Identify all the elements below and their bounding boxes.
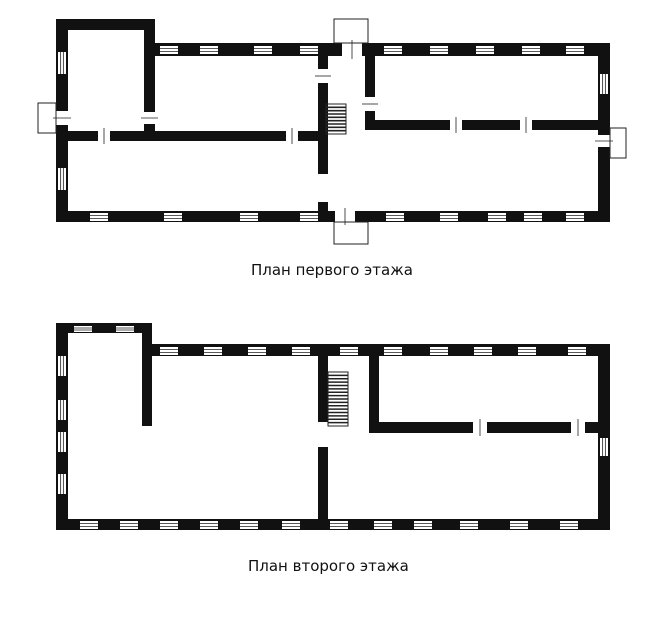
window xyxy=(600,438,608,456)
wall xyxy=(144,19,155,131)
stair-outline xyxy=(325,103,347,135)
window xyxy=(300,213,318,221)
window xyxy=(200,521,218,529)
wall xyxy=(598,43,610,222)
window xyxy=(476,46,494,54)
window xyxy=(200,46,218,54)
window xyxy=(248,347,266,355)
window xyxy=(374,521,392,529)
window xyxy=(116,326,134,332)
window xyxy=(560,521,578,529)
wall xyxy=(56,323,68,530)
window xyxy=(518,347,536,355)
window xyxy=(440,213,458,221)
window xyxy=(522,46,540,54)
window xyxy=(160,521,178,529)
window xyxy=(566,46,584,54)
window xyxy=(474,347,492,355)
window xyxy=(568,347,586,355)
window xyxy=(120,521,138,529)
second-floor-plan xyxy=(56,323,610,530)
window xyxy=(340,347,358,355)
porch xyxy=(333,18,369,44)
window xyxy=(460,521,478,529)
wall xyxy=(369,356,379,432)
wall xyxy=(318,202,328,214)
window xyxy=(384,46,402,54)
wall xyxy=(365,56,375,130)
window xyxy=(384,347,402,355)
wall xyxy=(598,344,610,530)
wall xyxy=(369,422,610,433)
window xyxy=(282,521,300,529)
window xyxy=(74,326,92,332)
porch xyxy=(37,102,57,134)
wall xyxy=(56,131,321,141)
window xyxy=(240,213,258,221)
window xyxy=(414,521,432,529)
porch xyxy=(609,127,627,159)
window xyxy=(58,432,66,452)
porch xyxy=(333,221,369,245)
window xyxy=(240,521,258,529)
window xyxy=(58,474,66,494)
first-floor-caption: План первого этажа xyxy=(251,261,413,279)
window xyxy=(300,46,318,54)
second-floor-caption: План второго этажа xyxy=(248,557,409,575)
wall xyxy=(56,19,155,30)
window xyxy=(330,521,348,529)
wall xyxy=(56,323,152,333)
window xyxy=(164,213,182,221)
wall xyxy=(318,447,328,521)
wall xyxy=(365,120,610,130)
window xyxy=(254,46,272,54)
window xyxy=(600,74,608,94)
window xyxy=(160,46,178,54)
wall xyxy=(318,56,328,174)
window xyxy=(386,213,404,221)
window xyxy=(430,46,448,54)
window xyxy=(58,52,66,74)
window xyxy=(90,213,108,221)
window xyxy=(566,213,584,221)
wall xyxy=(318,344,328,422)
window xyxy=(524,213,542,221)
wall xyxy=(142,323,152,426)
window xyxy=(204,347,222,355)
window xyxy=(58,356,66,376)
window xyxy=(430,347,448,355)
window xyxy=(160,347,178,355)
window xyxy=(510,521,528,529)
window xyxy=(80,521,98,529)
first-floor-plan xyxy=(37,18,627,245)
wall xyxy=(56,211,610,222)
window xyxy=(292,347,310,355)
window xyxy=(58,400,66,420)
window xyxy=(58,168,66,190)
window xyxy=(488,213,506,221)
